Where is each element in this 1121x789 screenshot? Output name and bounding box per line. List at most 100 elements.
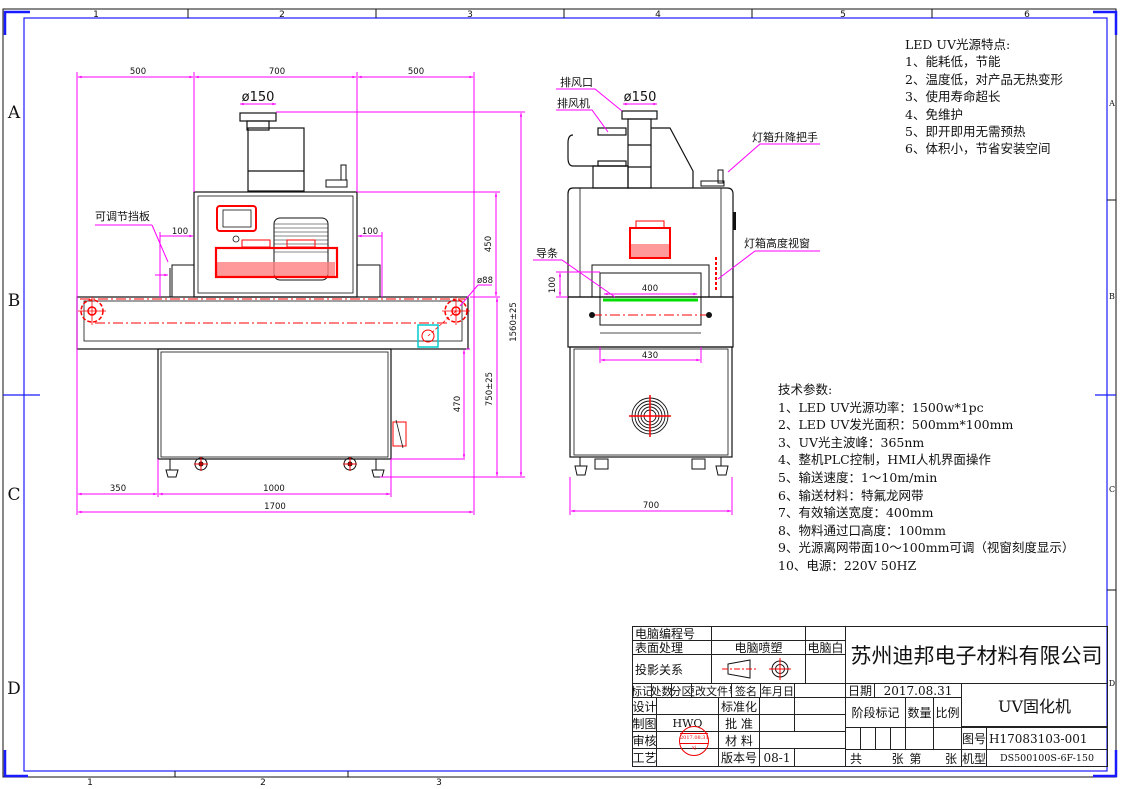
stamp-date: 2017.08.31 (680, 733, 709, 744)
date-value: 2017.08.31 (874, 683, 962, 698)
product-name: UV固化机 (961, 683, 1108, 727)
callout-lift-handle: 灯箱升降把手 (752, 130, 818, 144)
stage-cell (845, 727, 861, 750)
row-label: C (1109, 485, 1115, 494)
row-label: B (1109, 292, 1115, 301)
features-note: LED UV光源特点: 1、能耗低，节能 2、温度低，对产品无热变形 3、使用寿… (905, 36, 1063, 158)
dimension-baffle-left: 100 (172, 227, 188, 237)
column-label: 1 (87, 778, 93, 788)
dimension-cabinet-width: 1000 (263, 484, 285, 494)
projection-label: 投影关系 (632, 654, 712, 684)
blank-cell (794, 748, 846, 767)
dimension-right-width: 500 (408, 67, 424, 77)
tech-param-item: 7、有效输送宽度：400mm (778, 505, 934, 521)
stage-cell (860, 727, 876, 750)
side-lamp-box (567, 187, 736, 298)
surface-value: 电脑喷塑 (711, 640, 806, 655)
tech-param-item: 1、LED UV光源功率：1500w*1pc (778, 399, 984, 415)
surface-label: 表面处理 (632, 640, 712, 655)
front-view: 500 700 500 100 100 ø88 350 1000 1700 45… (76, 67, 525, 515)
dimension-opening-height: 100 (548, 277, 558, 293)
company-name: 苏州迪邦电子材料有限公司 (845, 626, 1108, 684)
dimension-total-height: 1560±25 (509, 302, 519, 342)
stage-label: 阶段标记 (845, 697, 906, 728)
version-label: 版本号 (718, 748, 760, 767)
side-exhaust-fan (567, 110, 694, 189)
column-label: 6 (1024, 10, 1030, 20)
design-label: 设计 (632, 697, 657, 715)
front-dimensions (76, 72, 525, 515)
casters (165, 457, 385, 478)
process-label: 工艺 (632, 748, 657, 767)
row-label: C (7, 485, 20, 505)
column-label: 3 (467, 10, 473, 20)
qty-label: 数量 (905, 697, 934, 728)
dimension-middle-width: 700 (269, 67, 285, 77)
computer-code-label: 电脑编程号 (632, 626, 712, 641)
dimension-lamp-box-height: 450 (484, 236, 494, 252)
dimension-inner-width: 430 (642, 351, 658, 361)
scale-label: 比例 (933, 697, 962, 728)
computer-code-value (711, 626, 806, 641)
feature-item: 5、即开即用无需预热 (905, 124, 1026, 140)
rev-header: 年月日 (760, 683, 795, 698)
features-title: LED UV光源特点: (905, 37, 1011, 52)
callout-guide-bar: 导条 (536, 246, 558, 260)
model-value: DS500100S-6F-150 (986, 749, 1108, 767)
title-block: 电脑编程号 表面处理 电脑喷塑 电脑白 投影关系 苏州迪邦电子材料有限公司 标记… (632, 626, 1108, 771)
rev-header: 标记 (632, 683, 652, 698)
color-value: 电脑白 (805, 640, 846, 655)
dimension-belt-width: 400 (642, 284, 658, 294)
column-label: 1 (93, 10, 99, 20)
sheet-unit2-label: 张 (944, 751, 957, 766)
side-cabinet (569, 346, 733, 458)
date-label: 日期 (845, 683, 875, 698)
tech-param-item: 3、UV光主波峰：365nm (778, 434, 925, 450)
column-label: 3 (436, 778, 442, 788)
exhaust-fan (239, 112, 305, 192)
column-label: 2 (279, 10, 285, 20)
scale-value (933, 727, 962, 750)
stage-cell (890, 727, 906, 750)
version-value: 08-1 (759, 748, 795, 767)
dimension-exhaust-diameter: ø150 (242, 90, 275, 105)
blank-cell (794, 697, 846, 715)
tech-params-note: 技术参数: 1、LED UV光源功率：1500w*1pc 2、LED UV发光面… (778, 381, 1074, 575)
column-label: 5 (840, 10, 846, 20)
projection-symbol-icon (721, 658, 791, 680)
material-label: 材 料 (718, 731, 760, 749)
rev-header: 更改文件号 (691, 683, 732, 698)
side-view: 400 430 700 100 ø150 排风口 排风机 灯箱升降把手 灯箱高度… (533, 75, 820, 515)
sheet-total-label: 共 (850, 751, 863, 766)
qty-value (905, 727, 934, 750)
row-label: D (7, 679, 21, 699)
callout-exhaust-port: 排风口 (560, 75, 593, 89)
drawing-frame: 1 2 3 4 5 6 1 2 3 A B C D A B C D (2, 8, 1118, 788)
material-value (759, 731, 846, 749)
projection-symbol (711, 654, 806, 684)
approve-value (759, 714, 795, 732)
drawing-no-value: H17083103-001 (986, 727, 1108, 750)
dimension-side-exhaust-diameter: ø150 (624, 90, 657, 105)
blank-cell (805, 654, 846, 684)
design-value (656, 697, 719, 715)
rev-header: 处数 (651, 683, 672, 698)
tech-param-item: 9、光源离网带面10～100mm可调（视窗刻度显示） (778, 540, 1075, 556)
feature-item: 3、使用寿命超长 (905, 89, 1001, 105)
row-label: A (7, 103, 21, 123)
side-casters (574, 457, 729, 476)
approval-stamp: 2017.08.31 xj (679, 726, 709, 756)
dimension-belt-height: 750±25 (485, 372, 495, 406)
lift-handle (325, 164, 348, 188)
tech-param-item: 6、输送材料：特氟龙网带 (778, 487, 924, 503)
column-label: 4 (655, 10, 661, 20)
tech-param-item: 4、整机PLC控制，HMI人机界面操作 (778, 452, 991, 468)
dimension-cabinet-offset: 350 (110, 484, 126, 494)
model-label: 机型 (961, 749, 987, 767)
row-label: D (1109, 679, 1115, 688)
cooling-fan-icon (629, 395, 671, 437)
rev-header: 签名 (731, 683, 761, 698)
stage-cell (875, 727, 891, 750)
side-dimensions (533, 88, 820, 515)
